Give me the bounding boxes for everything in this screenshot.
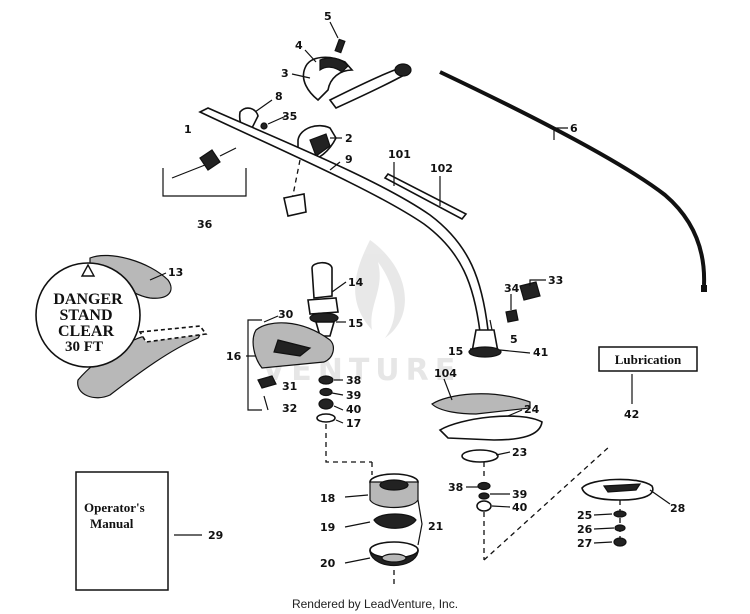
drive-cable <box>439 70 707 286</box>
part-number: 38 <box>448 481 463 494</box>
right-shield-assembly <box>431 281 543 560</box>
part-number: 102 <box>430 162 453 175</box>
part-number: 101 <box>388 148 411 161</box>
part-number: 1 <box>184 123 192 136</box>
part-number: 36 <box>197 218 213 231</box>
part-number: 39 <box>346 389 361 402</box>
spool-assembly <box>483 445 671 561</box>
part-number: 15 <box>448 345 463 358</box>
part-number: 27 <box>577 537 592 550</box>
main-shaft <box>198 107 489 333</box>
danger-tag-line4: 30 FT <box>65 339 103 355</box>
knob-bolt-assembly <box>162 147 247 197</box>
part-number: 33 <box>548 274 563 287</box>
part-number: 26 <box>577 523 593 536</box>
part-number: 17 <box>346 417 361 430</box>
part-number: 40 <box>512 501 528 514</box>
part-number: 16 <box>226 350 242 363</box>
handle-assembly <box>238 38 412 161</box>
part-number: 4 <box>295 39 303 52</box>
danger-tag-line3: CLEAR <box>58 323 114 340</box>
part-number: 42 <box>624 408 639 421</box>
part-number: 13 <box>168 266 183 279</box>
part-number: 19 <box>320 521 335 534</box>
part-number: 25 <box>577 509 592 522</box>
lubrication-text: Lubrication <box>615 352 682 367</box>
rod-part-102 <box>383 172 468 221</box>
part-number: 40 <box>346 403 362 416</box>
part-number: 8 <box>275 90 283 103</box>
part-number: 34 <box>504 282 520 295</box>
part-number: 9 <box>345 153 353 166</box>
part-number: 41 <box>533 346 548 359</box>
danger-tag-line2: STAND <box>59 307 112 324</box>
part-number: 31 <box>282 380 297 393</box>
part-number: 24 <box>524 403 540 416</box>
lubrication-label: Lubrication <box>598 346 698 404</box>
part-number: 18 <box>320 492 335 505</box>
part-number: 20 <box>320 557 336 570</box>
trimmer-head-assembly <box>344 462 423 588</box>
part-number: 32 <box>282 402 297 415</box>
part-number: 23 <box>512 446 527 459</box>
callout-lines <box>149 21 615 544</box>
part-number: 38 <box>346 374 361 387</box>
part-number: 21 <box>428 520 443 533</box>
part-number: 35 <box>282 110 297 123</box>
danger-tag-line1: DANGER <box>53 291 123 308</box>
part-number: 29 <box>208 529 223 542</box>
part-number: 14 <box>348 276 364 289</box>
part-numbers: 5 4 3 8 35 1 2 9 36 6 101 102 13 14 30 1… <box>168 10 685 570</box>
footer-credit: Rendered by LeadVenture, Inc. <box>292 597 458 611</box>
clamp-fastener <box>283 159 307 217</box>
manual-line2: Manual <box>90 516 134 531</box>
watermark-flame-icon <box>355 240 405 338</box>
part-number: 39 <box>512 488 527 501</box>
part-number: 5 <box>510 333 518 346</box>
part-number: 3 <box>281 67 289 80</box>
manual-line1: Operator's <box>84 500 145 515</box>
operators-manual-box: Operator's Manual <box>75 471 202 591</box>
part-number: 30 <box>278 308 294 321</box>
part-number: 15 <box>348 317 363 330</box>
danger-tag: DANGER STAND CLEAR 30 FT <box>35 254 208 399</box>
part-number: 28 <box>670 502 685 515</box>
left-shield-assembly <box>247 261 372 463</box>
part-number: 104 <box>434 367 457 380</box>
part-number: 5 <box>324 10 332 23</box>
warning-triangle-icon <box>80 263 96 277</box>
part-number: 2 <box>345 132 353 145</box>
part-number: 6 <box>570 122 578 135</box>
